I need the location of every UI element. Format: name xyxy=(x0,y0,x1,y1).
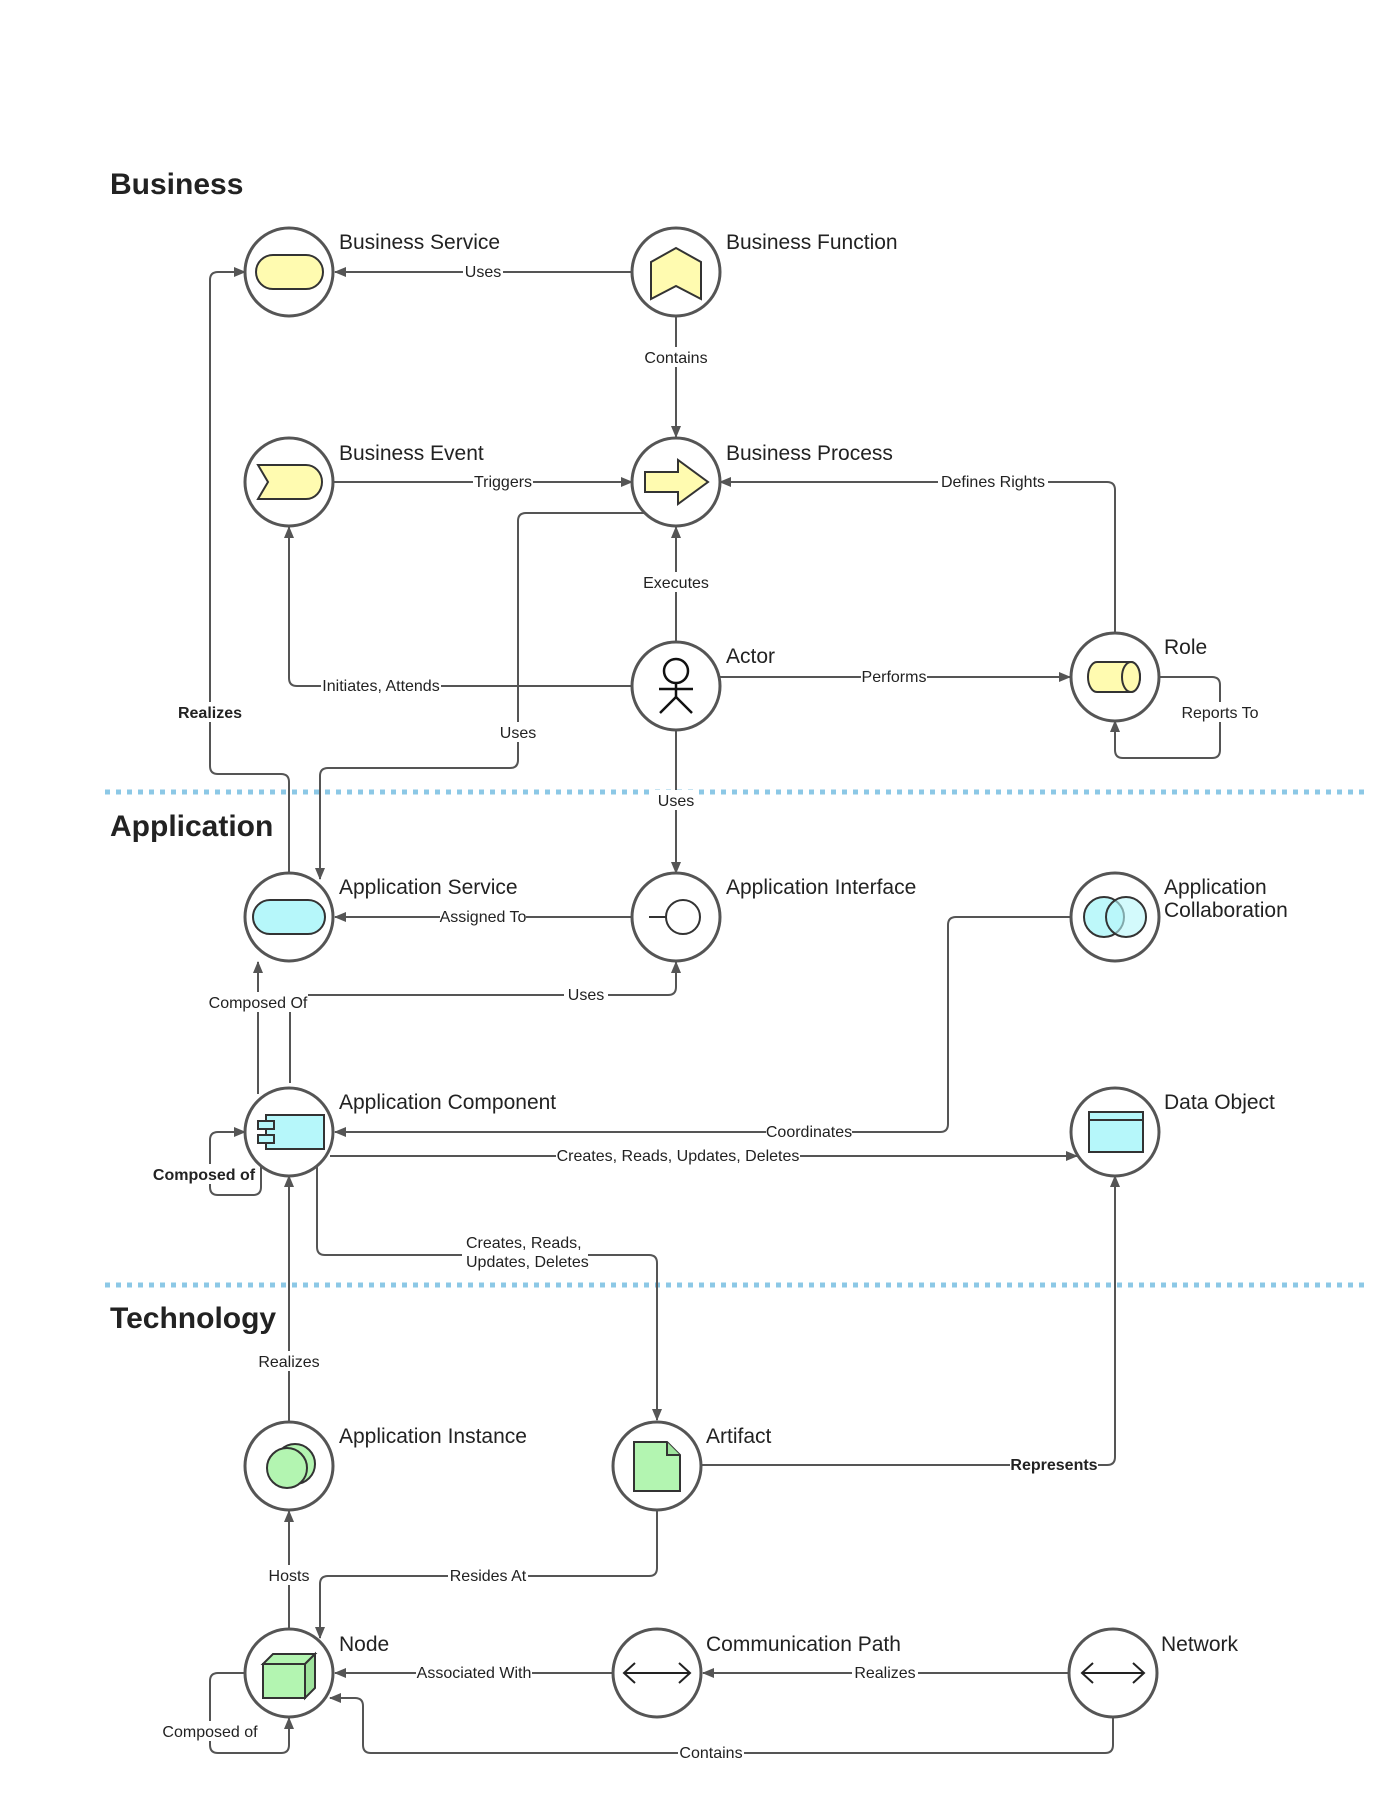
node-application-collaboration[interactable]: Application Collaboration xyxy=(1069,871,1288,963)
edge-actor-initiates-event[interactable] xyxy=(284,526,632,687)
edge-component-uses-interface[interactable] xyxy=(289,961,681,1083)
label-node-composed-of: Composed of xyxy=(162,1724,258,1741)
node-business-event[interactable]: Business Event xyxy=(243,436,484,528)
section-title-application: Application xyxy=(110,810,273,843)
function-chevron-icon xyxy=(650,246,702,301)
label-role: Role xyxy=(1164,636,1207,659)
label-component-crud-artifact-line2: Updates, Deletes xyxy=(466,1254,589,1271)
label-role-reports-to: Reports To xyxy=(1181,705,1258,722)
label-interface-assigned-to: Assigned To xyxy=(440,909,527,926)
label-component-crud-artifact-line1: Creates, Reads, xyxy=(466,1235,582,1252)
label-application-instance: Application Instance xyxy=(339,1425,527,1448)
rounded-service-icon xyxy=(252,899,326,935)
edge-artifact-represents[interactable] xyxy=(701,1175,1120,1466)
node-role[interactable]: Role xyxy=(1069,631,1207,723)
node-data-object[interactable]: Data Object xyxy=(1069,1086,1275,1178)
edge-labels: Uses Contains Triggers Defines Rights Ex… xyxy=(152,261,1262,1762)
label-application-collaboration-line2: Collaboration xyxy=(1164,899,1288,922)
cylinder-icon xyxy=(1087,661,1141,693)
event-notch-icon xyxy=(256,464,323,500)
label-app-service-realizes: Realizes xyxy=(178,705,242,722)
process-arrow-icon xyxy=(644,458,710,506)
edge-process-uses-app-service[interactable] xyxy=(315,512,645,880)
label-function-uses-service: Uses xyxy=(465,264,501,281)
label-component-crud-data: Creates, Reads, Updates, Deletes xyxy=(557,1148,800,1165)
label-actor-executes-process: Executes xyxy=(643,575,709,592)
label-network-contains: Contains xyxy=(679,1745,742,1762)
node-node[interactable]: Node xyxy=(243,1627,389,1719)
section-title-technology: Technology xyxy=(110,1302,276,1335)
label-node: Node xyxy=(339,1633,389,1656)
component-icon xyxy=(257,1114,325,1150)
node-application-interface[interactable]: Application Interface xyxy=(630,871,916,963)
node-application-service[interactable]: Application Service xyxy=(243,871,518,963)
label-network: Network xyxy=(1161,1633,1239,1656)
label-instance-realizes: Realizes xyxy=(258,1354,319,1371)
overlapping-circles-icon xyxy=(1083,896,1147,938)
node-actor[interactable]: Actor xyxy=(630,640,775,732)
label-application-service: Application Service xyxy=(339,876,518,899)
label-communication-path: Communication Path xyxy=(706,1633,901,1656)
node-business-process[interactable]: Business Process xyxy=(630,436,893,528)
label-network-realizes: Realizes xyxy=(854,1665,915,1682)
cube-icon xyxy=(260,1651,318,1701)
section-title-business: Business xyxy=(110,168,243,201)
node-business-function[interactable]: Business Function xyxy=(630,226,898,318)
label-business-service: Business Service xyxy=(339,231,500,254)
node-network[interactable]: Network xyxy=(1067,1627,1239,1719)
label-actor: Actor xyxy=(726,645,775,668)
label-application-interface: Application Interface xyxy=(726,876,916,899)
stick-figure-icon xyxy=(659,657,693,714)
label-application-component: Application Component xyxy=(339,1091,556,1114)
label-application-collaboration-line1: Application xyxy=(1164,876,1267,899)
data-object-icon xyxy=(1088,1111,1144,1153)
label-data-object: Data Object xyxy=(1164,1091,1275,1114)
label-actor-uses-interface: Uses xyxy=(658,793,694,810)
edge-role-reports-to[interactable] xyxy=(1110,676,1221,759)
label-node-hosts: Hosts xyxy=(269,1568,310,1585)
double-arrow-icon xyxy=(622,1662,692,1684)
edge-collaboration-coordinates[interactable] xyxy=(334,916,1070,1137)
edge-node-composed-of[interactable] xyxy=(209,1672,294,1754)
edge-component-crud-artifact[interactable] xyxy=(316,1166,662,1421)
edge-role-defines-rights[interactable] xyxy=(719,477,1116,632)
label-actor-initiates-event: Initiates, Attends xyxy=(322,678,439,695)
label-process-uses-app-service: Uses xyxy=(500,725,536,742)
label-path-associated-with: Associated With xyxy=(417,1665,532,1682)
label-component-composed-of: Composed of xyxy=(153,1167,256,1184)
label-artifact-represents: Represents xyxy=(1010,1457,1097,1474)
label-artifact: Artifact xyxy=(706,1425,772,1448)
label-collaboration-coordinates: Coordinates xyxy=(766,1124,852,1141)
instance-circles-icon xyxy=(266,1443,316,1489)
edge-network-contains[interactable] xyxy=(329,1693,1114,1754)
edge-component-composed-of[interactable] xyxy=(209,1127,262,1196)
node-application-instance[interactable]: Application Instance xyxy=(243,1420,527,1512)
document-icon xyxy=(633,1441,681,1492)
node-business-service[interactable]: Business Service xyxy=(243,226,500,318)
label-function-contains-process: Contains xyxy=(644,350,707,367)
label-component-uses-interface: Uses xyxy=(568,987,604,1004)
lollipop-interface-icon xyxy=(649,899,701,935)
label-business-event: Business Event xyxy=(339,442,484,465)
node-artifact[interactable]: Artifact xyxy=(611,1420,772,1512)
edge-app-service-realizes[interactable] xyxy=(209,267,290,873)
label-service-composed-of: Composed Of xyxy=(209,995,308,1012)
node-application-component[interactable]: Application Component xyxy=(243,1086,556,1178)
double-arrow-icon xyxy=(1080,1662,1146,1684)
label-artifact-resides-at: Resides At xyxy=(450,1568,527,1585)
node-communication-path[interactable]: Communication Path xyxy=(611,1627,901,1719)
label-role-defines-rights: Defines Rights xyxy=(941,474,1045,491)
label-business-function: Business Function xyxy=(726,231,898,254)
rounded-service-icon xyxy=(255,254,324,290)
label-business-process: Business Process xyxy=(726,442,893,465)
label-actor-performs-role: Performs xyxy=(862,669,927,686)
label-event-triggers-process: Triggers xyxy=(474,474,532,491)
